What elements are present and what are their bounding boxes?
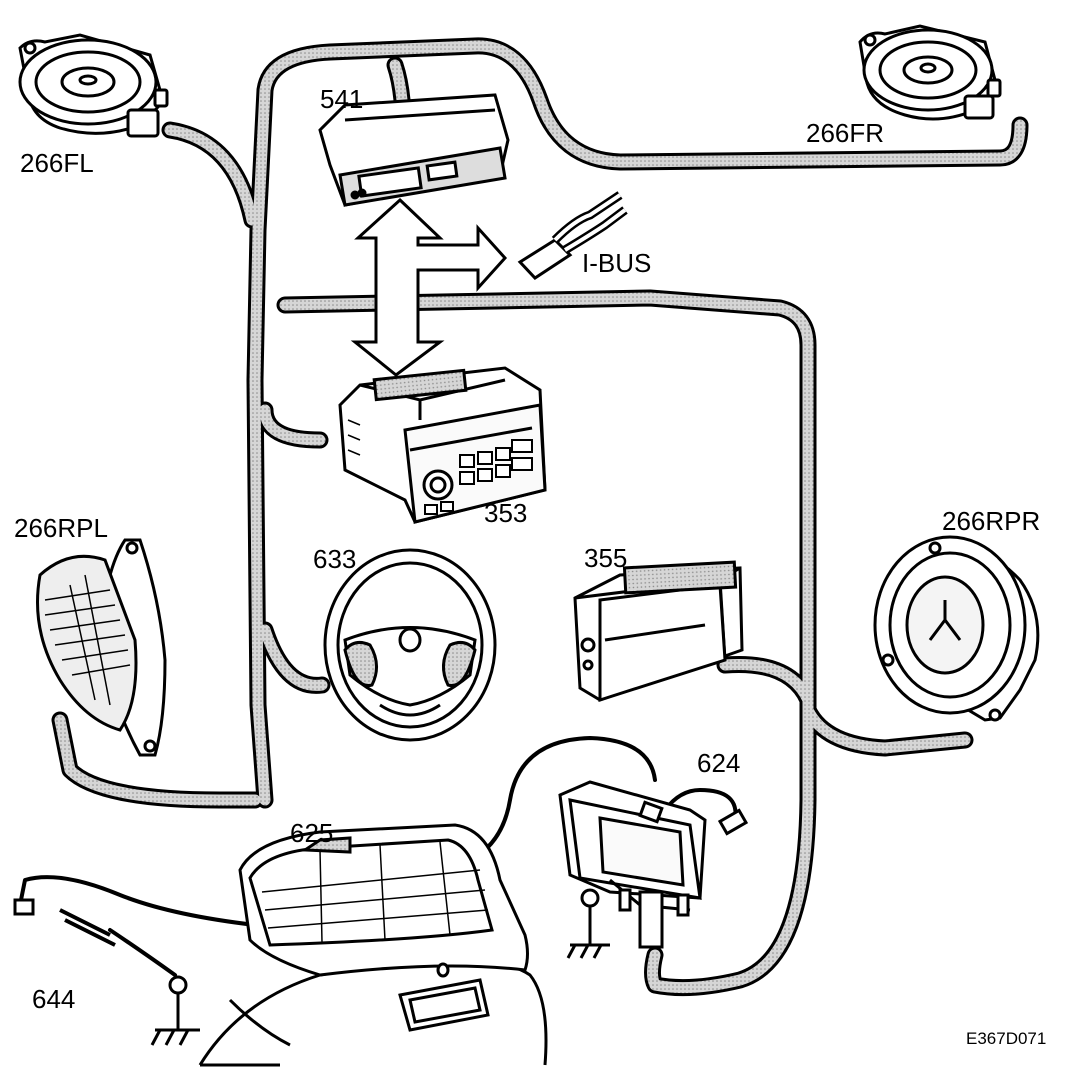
label-cd-changer: 355 [584, 543, 628, 573]
speaker-front-right-icon [858, 24, 1002, 121]
ground-symbol-icon [566, 905, 610, 959]
label-rear-window-antenna: 625 [290, 818, 334, 848]
label-amplifier: 624 [697, 748, 741, 778]
speaker-front-left-icon [18, 33, 169, 138]
label-speaker-front-left: 266FL [20, 148, 94, 178]
label-info-display: 541 [320, 84, 364, 114]
amp-connector-icon [717, 808, 749, 836]
ibus-connector-icon [517, 191, 628, 280]
label-speaker-rear-right: 266RPR [942, 506, 1041, 536]
figure-code: E367D071 [966, 1029, 1047, 1048]
data-flow-arrows [350, 197, 508, 377]
ground-symbol-antenna-icon [13, 898, 200, 1046]
wiring-harness [18, 37, 1029, 997]
steering-wheel-icon [323, 548, 497, 742]
label-ibus: I-BUS [582, 248, 652, 278]
label-radio-unit: 353 [484, 498, 528, 528]
info-display-icon [318, 93, 510, 207]
label-ground-lead: 644 [32, 984, 76, 1014]
speaker-rear-left-icon [36, 538, 167, 757]
cd-changer-icon [573, 560, 744, 703]
amplifier-icon [558, 780, 707, 949]
car-rear-icon [198, 823, 548, 1067]
label-speaker-front-right: 266FR [806, 118, 885, 148]
radio-unit-icon [338, 366, 547, 524]
label-steering-wheel: 633 [313, 544, 357, 574]
speaker-rear-right-icon [873, 535, 1040, 722]
label-speaker-rear-left: 266RPL [14, 513, 108, 543]
